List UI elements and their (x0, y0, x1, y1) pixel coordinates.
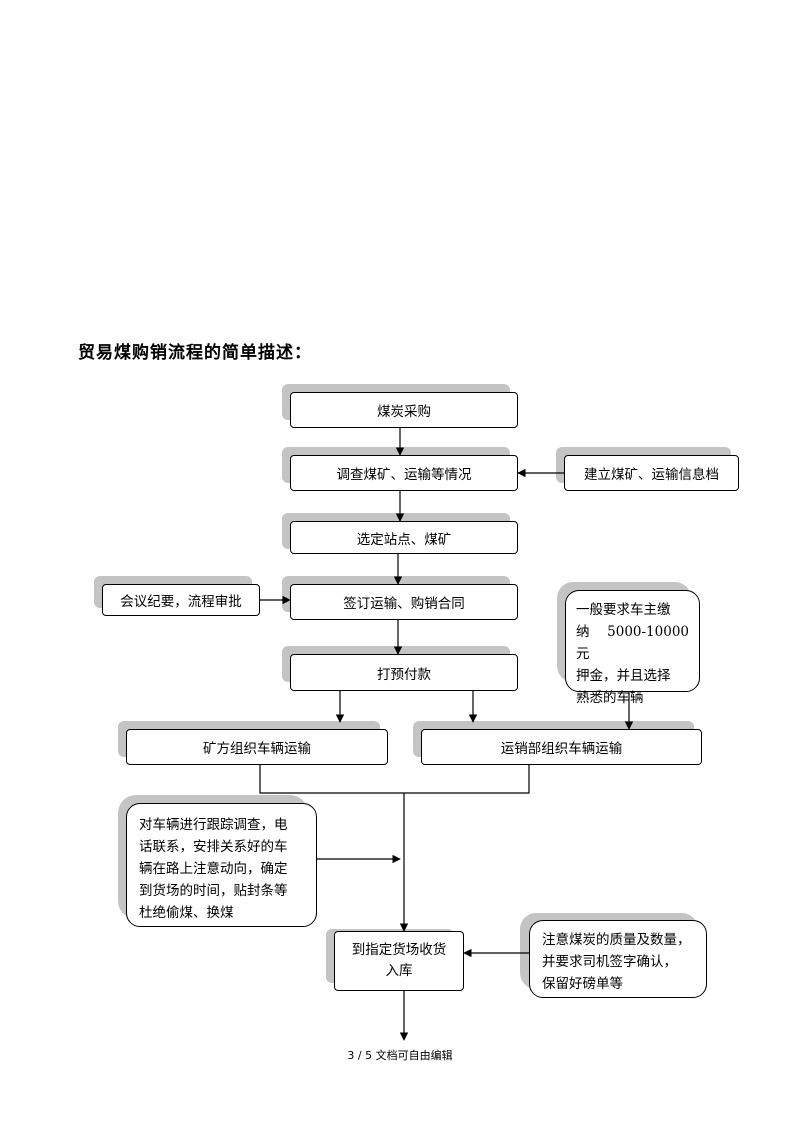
node-prepay: 打预付款 (290, 654, 518, 691)
node-quality-note: 注意煤炭的质量及数量， 并要求司机签字确认， 保留好磅单等 (529, 920, 707, 998)
node-arrival: 到指定货场收货 入库 (334, 931, 464, 991)
node-meeting: 会议纪要，流程审批 (102, 584, 260, 616)
node-contract: 签订运输、购销合同 (290, 584, 518, 620)
page-title: 贸易煤购销流程的简单描述： (78, 343, 312, 363)
node-select-station: 选定站点、煤矿 (290, 521, 518, 554)
node-survey: 调查煤矿、运输等情况 (290, 455, 518, 491)
node-sales-transport: 运销部组织车辆运输 (421, 729, 702, 765)
page-footer: 3 / 5 文档可自由编辑 (347, 1049, 453, 1062)
merge-line (259, 765, 530, 794)
node-archive: 建立煤矿、运输信息档 (564, 455, 739, 491)
node-mine-transport: 矿方组织车辆运输 (126, 729, 388, 765)
node-deposit-note: 一般要求车主缴 纳 5000-10000 元 押金，并且选择 熟悉的车辆 (565, 590, 700, 706)
node-tracking-note: 对车辆进行跟踪调查，电 话联系，安排关系好的车 辆在路上注意动向，确定 到货场的… (126, 803, 317, 927)
node-coal-purchase: 煤炭采购 (290, 392, 518, 428)
